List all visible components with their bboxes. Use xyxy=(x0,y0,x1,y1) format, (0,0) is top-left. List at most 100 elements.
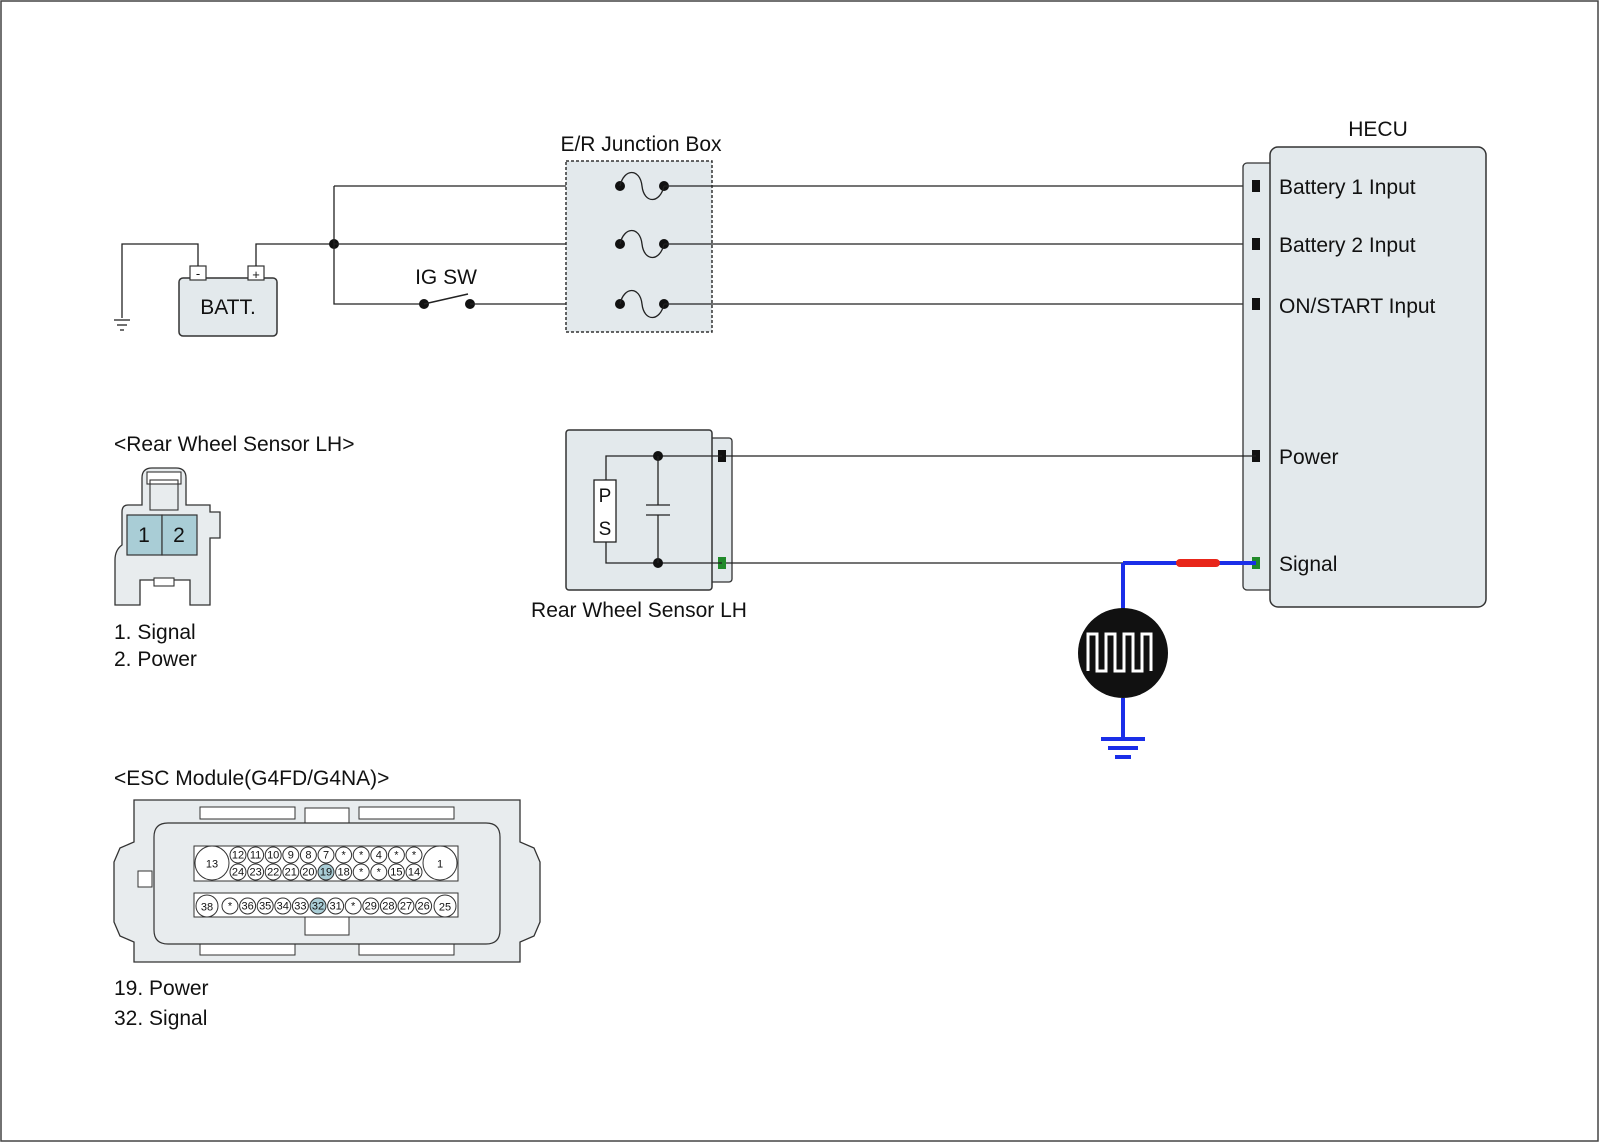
rear-wheel-sensor xyxy=(565,429,713,591)
esc-pin xyxy=(327,897,345,915)
esc-pin-label: * xyxy=(351,901,356,913)
ig-switch-label: IG SW xyxy=(415,266,477,289)
esc-pin-label: 18 xyxy=(337,867,349,879)
esc-pin xyxy=(317,863,335,881)
esc-pin xyxy=(195,894,219,918)
esc-pin-label: 27 xyxy=(400,901,412,913)
esc-pin xyxy=(291,897,309,915)
sensor-label: Rear Wheel Sensor LH xyxy=(531,599,747,622)
esc-pin-label: 24 xyxy=(232,867,244,879)
hecu-module xyxy=(1269,146,1487,608)
rear-connector-pin-1 xyxy=(126,514,163,556)
battery: - + BATT. xyxy=(178,265,278,337)
esc-pin-label: 8 xyxy=(305,850,311,862)
esc-pin xyxy=(256,897,274,915)
esc-pin xyxy=(264,846,282,864)
battery-plus-label: + xyxy=(252,267,260,282)
esc-pin xyxy=(282,846,300,864)
esc-pin xyxy=(299,863,317,881)
esc-pin-label: 4 xyxy=(376,850,382,862)
esc-pin-label: 10 xyxy=(267,850,279,862)
esc-pin xyxy=(194,845,230,881)
hecu-pin-signal: Signal xyxy=(1279,553,1337,576)
esc-pin-label: * xyxy=(412,850,417,862)
esc-pin xyxy=(264,863,282,881)
esc-pin-label: 34 xyxy=(277,901,289,913)
esc-pin-label: * xyxy=(359,867,364,879)
esc-pin xyxy=(344,897,362,915)
esc-pin-label: 15 xyxy=(390,867,402,879)
esc-pin xyxy=(387,863,405,881)
battery-minus-label: - xyxy=(196,266,200,281)
esc-pin-label: 7 xyxy=(323,850,329,862)
sensor-p-label: P xyxy=(599,486,612,507)
esc-pin xyxy=(397,897,415,915)
rear-connector-legend-signal: 1. Signal xyxy=(114,621,196,644)
esc-pin-label: 19 xyxy=(320,867,332,879)
hecu-terminal xyxy=(1252,180,1260,192)
hecu-connector-strip xyxy=(1242,162,1274,591)
waveform-icon xyxy=(1078,608,1168,698)
hecu-pin-power: Power xyxy=(1279,446,1339,469)
esc-pin-label: * xyxy=(341,850,346,862)
esc-pin xyxy=(370,863,388,881)
esc-pin xyxy=(247,863,265,881)
esc-pin xyxy=(379,897,397,915)
esc-pin xyxy=(370,846,388,864)
hecu-terminal xyxy=(1252,238,1260,250)
esc-pin xyxy=(362,897,380,915)
esc-pin xyxy=(229,863,247,881)
esc-pin xyxy=(405,863,423,881)
junction-box-title: E/R Junction Box xyxy=(560,133,722,156)
hecu-pin-battery2: Battery 2 Input xyxy=(1279,234,1416,257)
battery-label: BATT. xyxy=(200,296,256,319)
esc-pin-label: 25 xyxy=(439,901,451,913)
esc-pin-label: 9 xyxy=(288,850,294,862)
esc-pin xyxy=(309,897,327,915)
esc-pin-label: 38 xyxy=(201,901,213,913)
rear-connector-pin-2 xyxy=(161,514,198,556)
esc-pin xyxy=(317,846,335,864)
esc-pin xyxy=(352,846,370,864)
esc-pin-label: 21 xyxy=(285,867,297,879)
esc-pin-label: 35 xyxy=(259,901,271,913)
esc-pin xyxy=(335,846,353,864)
esc-pin xyxy=(422,845,458,881)
hecu-pin-on-start: ON/START Input xyxy=(1279,295,1436,318)
esc-pin xyxy=(352,863,370,881)
esc-pin xyxy=(282,863,300,881)
hecu-pin-battery1: Battery 1 Input xyxy=(1279,176,1416,199)
esc-pin-label: 28 xyxy=(382,901,394,913)
esc-pin-label: * xyxy=(394,850,399,862)
esc-pin xyxy=(405,846,423,864)
sensor-element xyxy=(593,479,617,543)
esc-pin xyxy=(387,846,405,864)
esc-pin-label: 22 xyxy=(267,867,279,879)
esc-pin-label: * xyxy=(359,850,364,862)
capacitor-icon xyxy=(646,456,670,563)
esc-pin xyxy=(239,897,257,915)
esc-legend-signal: 32. Signal xyxy=(114,1007,207,1030)
esc-pin xyxy=(335,863,353,881)
esc-legend-power: 19. Power xyxy=(114,977,209,1000)
rear-connector-pin-2-label: 2 xyxy=(173,524,185,547)
esc-pin-label: * xyxy=(228,901,233,913)
esc-pin xyxy=(415,897,433,915)
esc-pin-label: 11 xyxy=(250,850,261,862)
hecu-title: HECU xyxy=(1348,118,1408,141)
esc-pin-label: 26 xyxy=(417,901,429,913)
esc-pin-label: 32 xyxy=(312,901,324,913)
esc-pin-label: 23 xyxy=(249,867,261,879)
rear-connector-pin-1-label: 1 xyxy=(138,524,150,547)
esc-pin-label: 1 xyxy=(437,859,443,871)
rear-connector-legend-power: 2. Power xyxy=(114,648,197,671)
ground-icon xyxy=(114,319,130,331)
rear-connector-title: <Rear Wheel Sensor LH> xyxy=(114,433,354,456)
esc-connector-title: <ESC Module(G4FD/G4NA)> xyxy=(114,767,389,790)
esc-pin-label: 29 xyxy=(365,901,377,913)
esc-pin xyxy=(299,846,317,864)
esc-pin-label: 36 xyxy=(241,901,253,913)
rear-sensor-connector: 1 2 xyxy=(114,467,221,606)
esc-pin-label: 33 xyxy=(294,901,306,913)
